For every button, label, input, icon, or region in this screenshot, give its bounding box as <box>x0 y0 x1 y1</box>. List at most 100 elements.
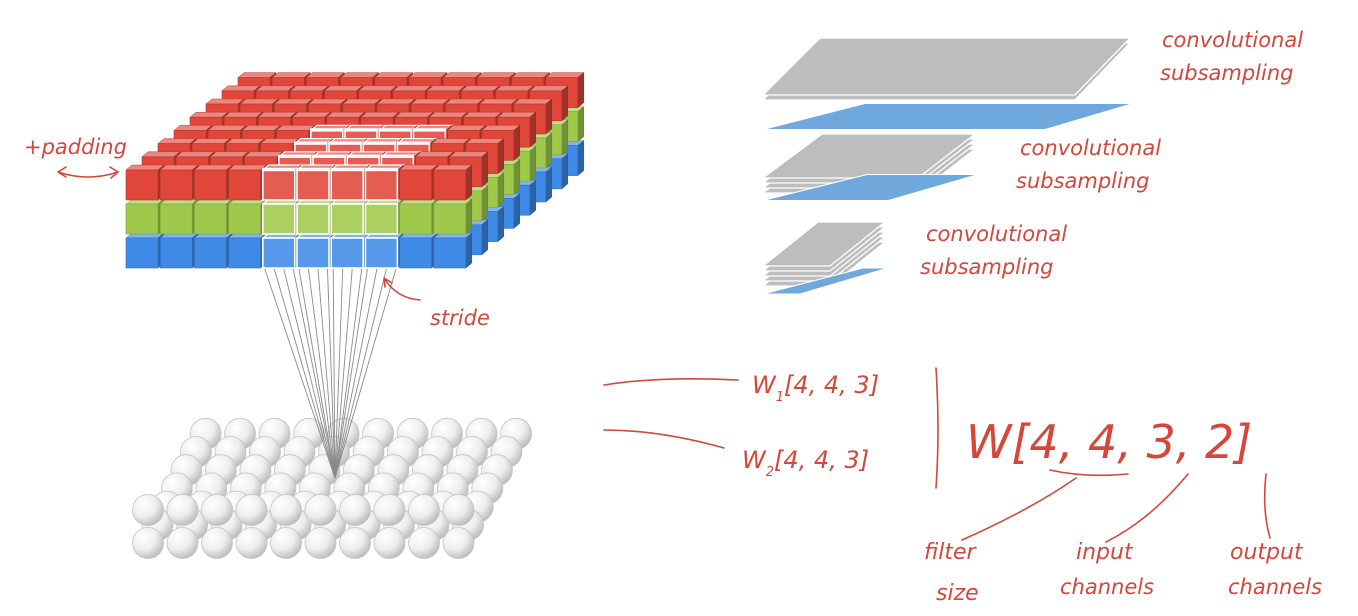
w1-label: W1[4, 4, 3] <box>752 371 879 405</box>
pipeline-labels: convolutional subsampling convolutional … <box>920 28 1303 279</box>
weights-bracket <box>935 367 939 489</box>
connection-line <box>334 268 368 479</box>
connection-line <box>298 268 336 479</box>
green-cube <box>159 198 199 235</box>
filter-cell <box>364 167 399 172</box>
stride-label: stride <box>430 306 490 330</box>
combined-weights-label: W[4, 4, 3, 2] <box>966 415 1252 469</box>
red-cube <box>125 164 165 201</box>
filter-cell <box>328 141 362 145</box>
weights-annotation: W1[4, 4, 3] W2[4, 4, 3] W[4, 4, 3, 2] fi… <box>603 367 1322 606</box>
filter-size-pointer <box>961 477 1077 541</box>
connection-line <box>334 268 387 479</box>
filter-cell <box>396 141 431 145</box>
layer-pipeline <box>761 37 1134 295</box>
subsampling-plane <box>762 174 979 201</box>
stride-arrow <box>383 277 421 301</box>
filter-cell <box>412 128 447 132</box>
neuron <box>373 494 406 526</box>
subsampling-plane <box>762 267 889 295</box>
neuron <box>166 527 199 559</box>
red-cube <box>433 164 473 201</box>
red-channel-layer <box>125 72 585 201</box>
input-channels-label-1: input <box>1076 540 1134 565</box>
neuron <box>132 527 164 559</box>
connection-line <box>334 268 397 479</box>
padding-annotation: +padding <box>24 135 127 179</box>
neuron <box>304 527 337 559</box>
blue-cube <box>363 232 406 269</box>
green-cube <box>329 198 371 235</box>
green-cube <box>227 198 268 235</box>
stage3-sub-label: subsampling <box>920 255 1054 279</box>
blue-cube <box>227 232 268 269</box>
blue-cube <box>125 232 165 269</box>
green-cube <box>363 198 406 235</box>
red-cube <box>398 164 439 201</box>
green-cube <box>193 198 234 235</box>
connection-line <box>292 268 336 479</box>
filter-window <box>262 128 447 172</box>
blue-cube <box>295 232 337 269</box>
feature-map-plane <box>761 37 1132 96</box>
neuron <box>270 527 302 559</box>
connection-line <box>264 268 336 479</box>
filter-cell <box>294 141 328 145</box>
green-cube <box>433 198 473 235</box>
green-cube <box>398 198 439 235</box>
neuron <box>442 527 475 559</box>
connection-line <box>334 268 344 479</box>
padding-label: +padding <box>24 135 127 159</box>
filter-cell <box>362 141 396 145</box>
neuron <box>442 494 475 526</box>
w2-leader-line <box>603 429 725 449</box>
connection-line <box>332 268 336 479</box>
blue-cube <box>329 232 371 269</box>
neuron <box>304 494 337 526</box>
red-cube <box>227 164 268 201</box>
w1-leader-line <box>603 377 739 386</box>
output-neuron-layer <box>132 417 532 559</box>
neuron <box>201 527 233 559</box>
output-channels-label-2: channels <box>1228 575 1322 599</box>
neuron <box>408 527 440 559</box>
green-cube <box>261 198 303 235</box>
stage2-conv-label: convolutional <box>1020 136 1161 160</box>
filter-cell <box>380 154 415 159</box>
feature-map-plane <box>761 221 887 267</box>
connection-line <box>334 268 363 479</box>
filter-cell <box>278 154 312 159</box>
filter-size-brace <box>1049 469 1129 477</box>
neuron <box>132 494 164 526</box>
stage3-conv-label: convolutional <box>926 222 1067 246</box>
green-cube <box>125 198 165 235</box>
input-volume <box>125 72 585 269</box>
neuron <box>373 527 406 559</box>
filter-cell <box>378 128 412 132</box>
blue-cube <box>398 232 439 269</box>
input-channels-label-2: channels <box>1060 575 1154 599</box>
filter-cell <box>310 128 344 132</box>
subsampling-plane <box>762 103 1134 130</box>
neuron <box>339 494 371 526</box>
filter-cell <box>344 128 378 132</box>
blue-cube <box>261 232 303 269</box>
w2-label: W2[4, 4, 3] <box>742 446 869 480</box>
filter-cell <box>296 167 330 172</box>
stage1-conv-label: convolutional <box>1162 28 1303 52</box>
receptive-field-lines <box>264 268 397 479</box>
red-cube <box>193 164 234 201</box>
blue-cube <box>159 232 199 269</box>
neuron <box>339 527 371 559</box>
padding-arrow <box>57 166 119 179</box>
filter-size-label-2: size <box>936 581 979 606</box>
input-channels-pointer <box>1105 473 1189 543</box>
filter-cell <box>346 154 380 159</box>
red-cube <box>295 164 337 201</box>
output-channels-pointer <box>1263 473 1271 539</box>
connection-line <box>317 268 336 479</box>
neuron <box>201 494 233 526</box>
connection-line <box>308 268 336 479</box>
connection-line <box>283 268 336 479</box>
